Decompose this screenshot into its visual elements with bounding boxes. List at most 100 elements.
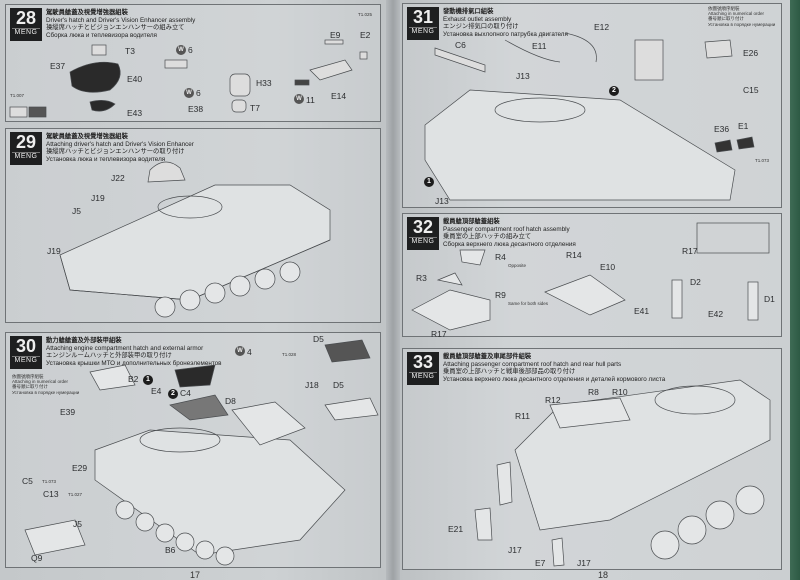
w-part-icon: W xyxy=(176,45,186,55)
step-number: 32 xyxy=(412,217,434,237)
part-label: R17 xyxy=(431,329,447,339)
part-label: D5 xyxy=(313,334,324,344)
part-label: B2 xyxy=(128,374,139,384)
part-label: E9 xyxy=(330,30,341,40)
step-number: 31 xyxy=(412,7,434,27)
part-label: E26 xyxy=(743,48,759,58)
part-label: J17 xyxy=(577,558,591,568)
title-zh: 駕駛員艙蓋及視覺增強器組裝 xyxy=(46,133,128,140)
brand-logo: MENG xyxy=(409,27,437,35)
paint-reference: T1.073 xyxy=(42,479,57,484)
brand-logo: MENG xyxy=(12,152,40,160)
part-label: R9 xyxy=(495,290,506,300)
title-en: Attaching passenger compartment roof hat… xyxy=(443,360,622,368)
w-part-icon: W xyxy=(184,88,194,98)
part-label: T3 xyxy=(125,46,135,56)
paint-reference: T1.073 xyxy=(755,158,770,163)
order-1-marker: 1 xyxy=(143,375,153,385)
title-ru: Установка люка и теплевизора водителя xyxy=(46,155,166,163)
part-label: E12 xyxy=(594,22,610,32)
part-label: C5 xyxy=(22,476,33,486)
brand-logo: MENG xyxy=(409,237,437,245)
part-label: R3 xyxy=(416,273,427,283)
part-label: R8 xyxy=(588,387,599,397)
part-label: J18 xyxy=(305,380,319,390)
title-ja: 乗員室の上部ハッチと戦車後部部品の取り付け xyxy=(443,368,576,376)
part-label: J5 xyxy=(72,206,81,216)
title-ja: エンジン排気口の取り付け xyxy=(443,23,519,31)
note-en: Attaching in numerical order xyxy=(708,11,765,17)
step-number: 28 xyxy=(15,8,37,28)
part-label: H33 xyxy=(256,78,272,88)
part-label: J19 xyxy=(91,193,105,203)
order-2-marker: 2 xyxy=(609,86,619,96)
title-ja: エンジンルームハッチと外部装甲の取り付け xyxy=(46,352,172,360)
title-zh: 載員艙頂部艙蓋組裝 xyxy=(443,218,500,225)
title-ja: 操縦席ハッチとビジョンエンハンサーの取り付け xyxy=(46,148,185,156)
part-label: C15 xyxy=(743,85,759,95)
brand-logo: MENG xyxy=(12,356,40,364)
title-zh: 駕駛員艙蓋及視覺增強器組裝 xyxy=(46,9,128,16)
part-label: C6 xyxy=(455,40,466,50)
part-label: J13 xyxy=(516,71,530,81)
title-en: Passenger compartment roof hatch assembl… xyxy=(443,225,570,233)
page-gutter xyxy=(386,0,400,580)
green-background-edge xyxy=(790,0,800,580)
part-label: D8 xyxy=(225,396,236,406)
title-ru: Установка верхнего люка десантного отдел… xyxy=(443,375,666,383)
title-ru: Установка выхлопного патрубка двигателя xyxy=(443,30,568,38)
part-label: E10 xyxy=(600,262,616,272)
opposite-note: Opposite xyxy=(508,263,527,268)
part-label: E4 xyxy=(151,386,162,396)
title-ja: 操縦席ハッチとビジョンエンハンサーの組み立て xyxy=(46,24,185,32)
part-label: E40 xyxy=(127,74,143,84)
order-1-marker: 1 xyxy=(424,177,434,187)
order-2-marker: 2 xyxy=(168,389,178,399)
part-label: J17 xyxy=(508,545,522,555)
w-part-icon: W xyxy=(294,94,304,104)
part-label: E21 xyxy=(448,524,464,534)
part-label: R11 xyxy=(515,411,530,421)
part-label: E37 xyxy=(50,61,66,71)
part-label: R12 xyxy=(545,395,561,405)
note-ru: Установка в порядке нумерации xyxy=(12,389,80,395)
part-label: J19 xyxy=(47,246,61,256)
part-label: C13 xyxy=(43,489,59,499)
title-zh: 載員艙頂部艙蓋及車尾部件組裝 xyxy=(443,353,532,360)
note-ru: Установка в порядке нумерации xyxy=(708,21,776,27)
title-zh: 動力艙艙蓋及外部裝甲組裝 xyxy=(46,337,122,344)
part-label: J5 xyxy=(73,519,82,529)
part-label: Q9 xyxy=(31,553,43,563)
page-number-right: 18 xyxy=(598,570,609,580)
part-label: 11 xyxy=(306,95,315,105)
part-label: C4 xyxy=(180,388,191,398)
title-ru: Установка крышки МТО и дополнительных бр… xyxy=(46,359,222,367)
note-ja: 番号順に取り付け xyxy=(708,16,744,22)
part-label: E11 xyxy=(532,41,547,51)
note-zh: 依圖號順序組裝 xyxy=(708,6,740,11)
title-en: Attaching engine compartment hatch and e… xyxy=(46,344,204,352)
part-label: E29 xyxy=(72,463,88,473)
part-label: R14 xyxy=(566,250,582,260)
part-label: E14 xyxy=(331,91,347,101)
title-en: Exhaust outlet assembly xyxy=(443,15,512,23)
same-both-sides-note: Same for both sides xyxy=(508,301,549,306)
part-label: E1 xyxy=(738,121,749,131)
title-en: Driver's hatch and Driver's Vision Enhan… xyxy=(46,16,196,24)
